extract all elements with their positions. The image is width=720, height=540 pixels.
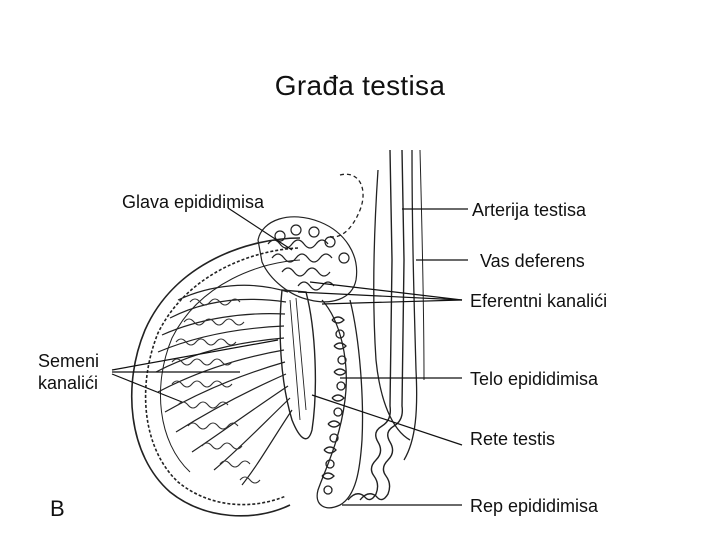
seminiferous-lobules [155, 284, 293, 486]
label-glava-epididimisa: Glava epididimisa [122, 192, 265, 212]
leader-eferentni-1 [297, 291, 463, 301]
label-semeni-line1: Semeni [38, 351, 99, 371]
leader-semeni-1 [111, 339, 279, 371]
epididymis-head [257, 216, 358, 303]
tubule-coils [171, 298, 261, 484]
label-vas-deferens: Vas deferens [480, 251, 585, 271]
page-title: Građa testisa [274, 70, 446, 101]
panel-letter: B [50, 496, 65, 521]
leader-rete-testis [311, 394, 463, 446]
leader-lines [111, 207, 468, 506]
rete-testis-shape [279, 289, 317, 440]
testis-body [130, 237, 301, 517]
leader-eferentni-3 [321, 299, 463, 305]
label-semeni-line2: kanalići [38, 373, 98, 393]
label-rete-testis: Rete testis [470, 429, 555, 449]
label-eferentni-kanalici: Eferentni kanalići [470, 291, 607, 311]
leader-glava-epididimisa [227, 207, 293, 251]
label-arterija-testisa: Arterija testisa [472, 200, 587, 220]
leader-eferentni-2 [309, 281, 463, 301]
leader-semeni-3 [111, 373, 183, 403]
label-rep-epididimisa: Rep epididimisa [470, 496, 599, 516]
label-telo-epididimisa: Telo epididimisa [470, 369, 599, 389]
vas-deferens [347, 149, 405, 501]
